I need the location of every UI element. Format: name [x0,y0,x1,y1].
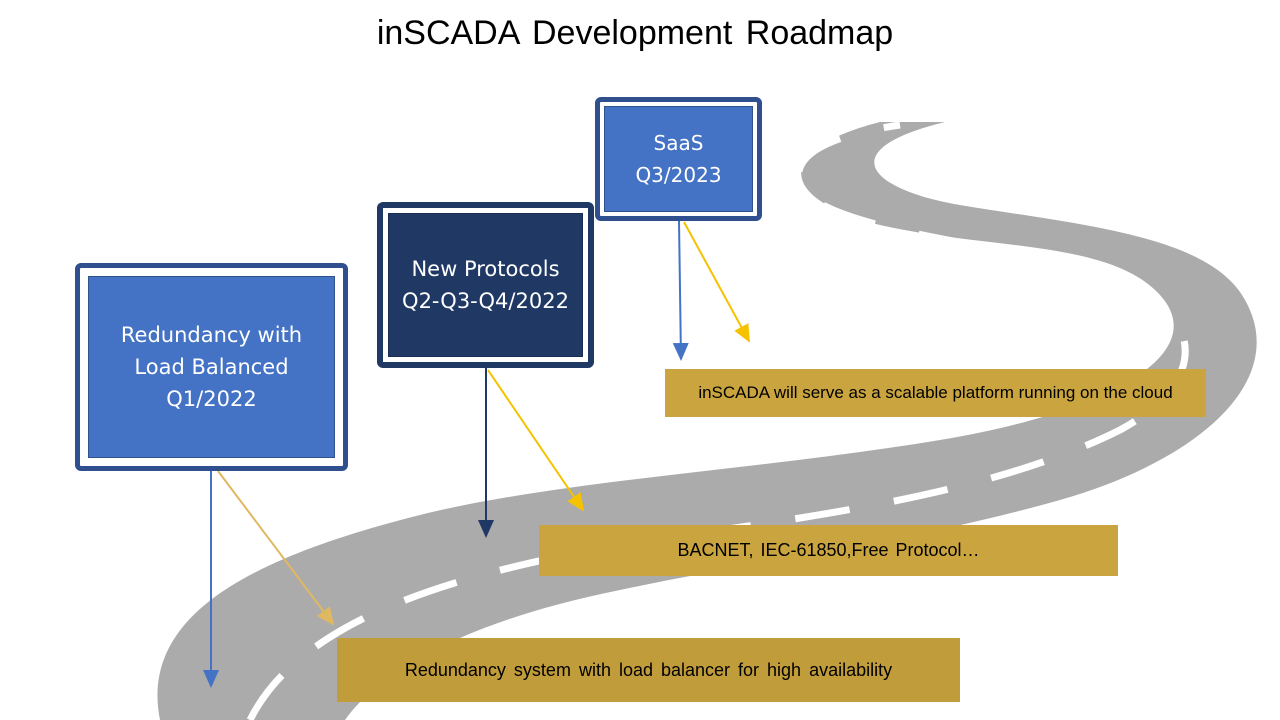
description-protocols: BACNET, IEC-61850,Free Protocol… [539,525,1118,576]
milestone-saas-line-1: SaaS [653,131,704,155]
milestone-redundancy-date: Q1/2022 [166,387,257,411]
milestone-redundancy-line-2: Load Balanced [134,355,289,379]
description-redundancy: Redundancy system with load balancer for… [337,638,960,702]
milestone-saas-date: Q3/2023 [635,163,722,187]
milestone-saas: SaaS Q3/2023 [595,97,762,221]
milestone-redundancy-box: Redundancy with Load Balanced Q1/2022 [88,276,335,458]
road-surface [157,122,1257,720]
milestone-new-protocols: New Protocols Q2-Q3-Q4/2022 [377,202,594,368]
page-title: inSCADA Development Roadmap [376,14,894,52]
milestone-new-protocols-box: New Protocols Q2-Q3-Q4/2022 [388,213,583,357]
milestone-redundancy-line-1: Redundancy with [120,323,303,347]
milestone-new-protocols-line-1: New Protocols [411,257,560,281]
milestone-new-protocols-date: Q2-Q3-Q4/2022 [402,289,569,313]
description-cloud: inSCADA will serve as a scalable platfor… [665,369,1206,417]
milestone-redundancy: Redundancy with Load Balanced Q1/2022 [75,263,348,471]
milestone-saas-box: SaaS Q3/2023 [604,106,753,212]
